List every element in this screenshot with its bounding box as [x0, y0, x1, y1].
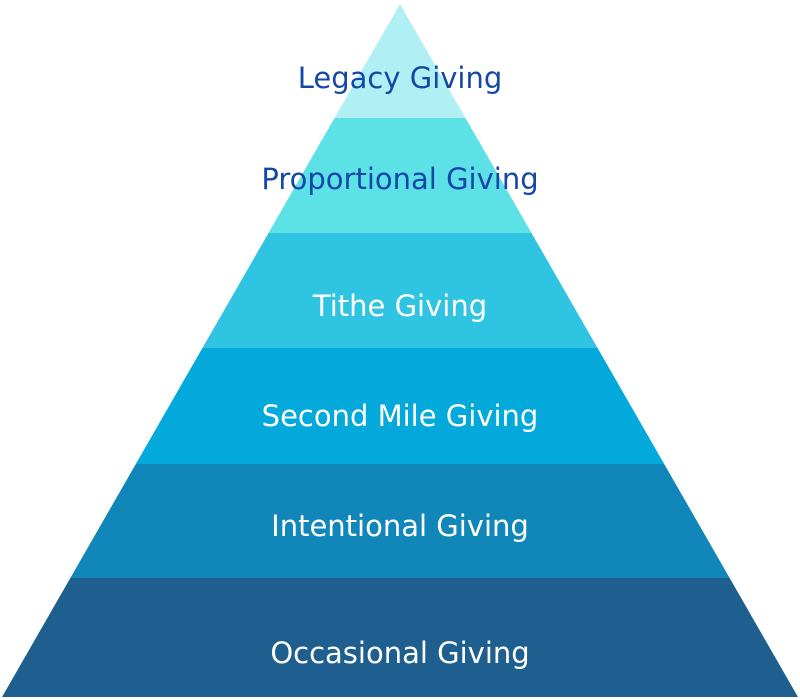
pyramid-level-label: Occasional Giving — [270, 636, 529, 670]
pyramid-level-label: Proportional Giving — [261, 162, 538, 196]
pyramid-level-2 — [268, 118, 532, 233]
pyramid-level-label: Legacy Giving — [298, 61, 503, 95]
pyramid-level-label: Second Mile Giving — [262, 399, 539, 433]
pyramid-level-4 — [135, 348, 665, 464]
pyramid-level-6 — [2, 578, 798, 697]
pyramid-level-5 — [70, 464, 730, 578]
pyramid-level-3 — [202, 233, 598, 348]
pyramid-level-1 — [334, 4, 466, 118]
pyramid-level-label: Tithe Giving — [312, 289, 487, 323]
pyramid-level-label: Intentional Giving — [271, 509, 529, 543]
